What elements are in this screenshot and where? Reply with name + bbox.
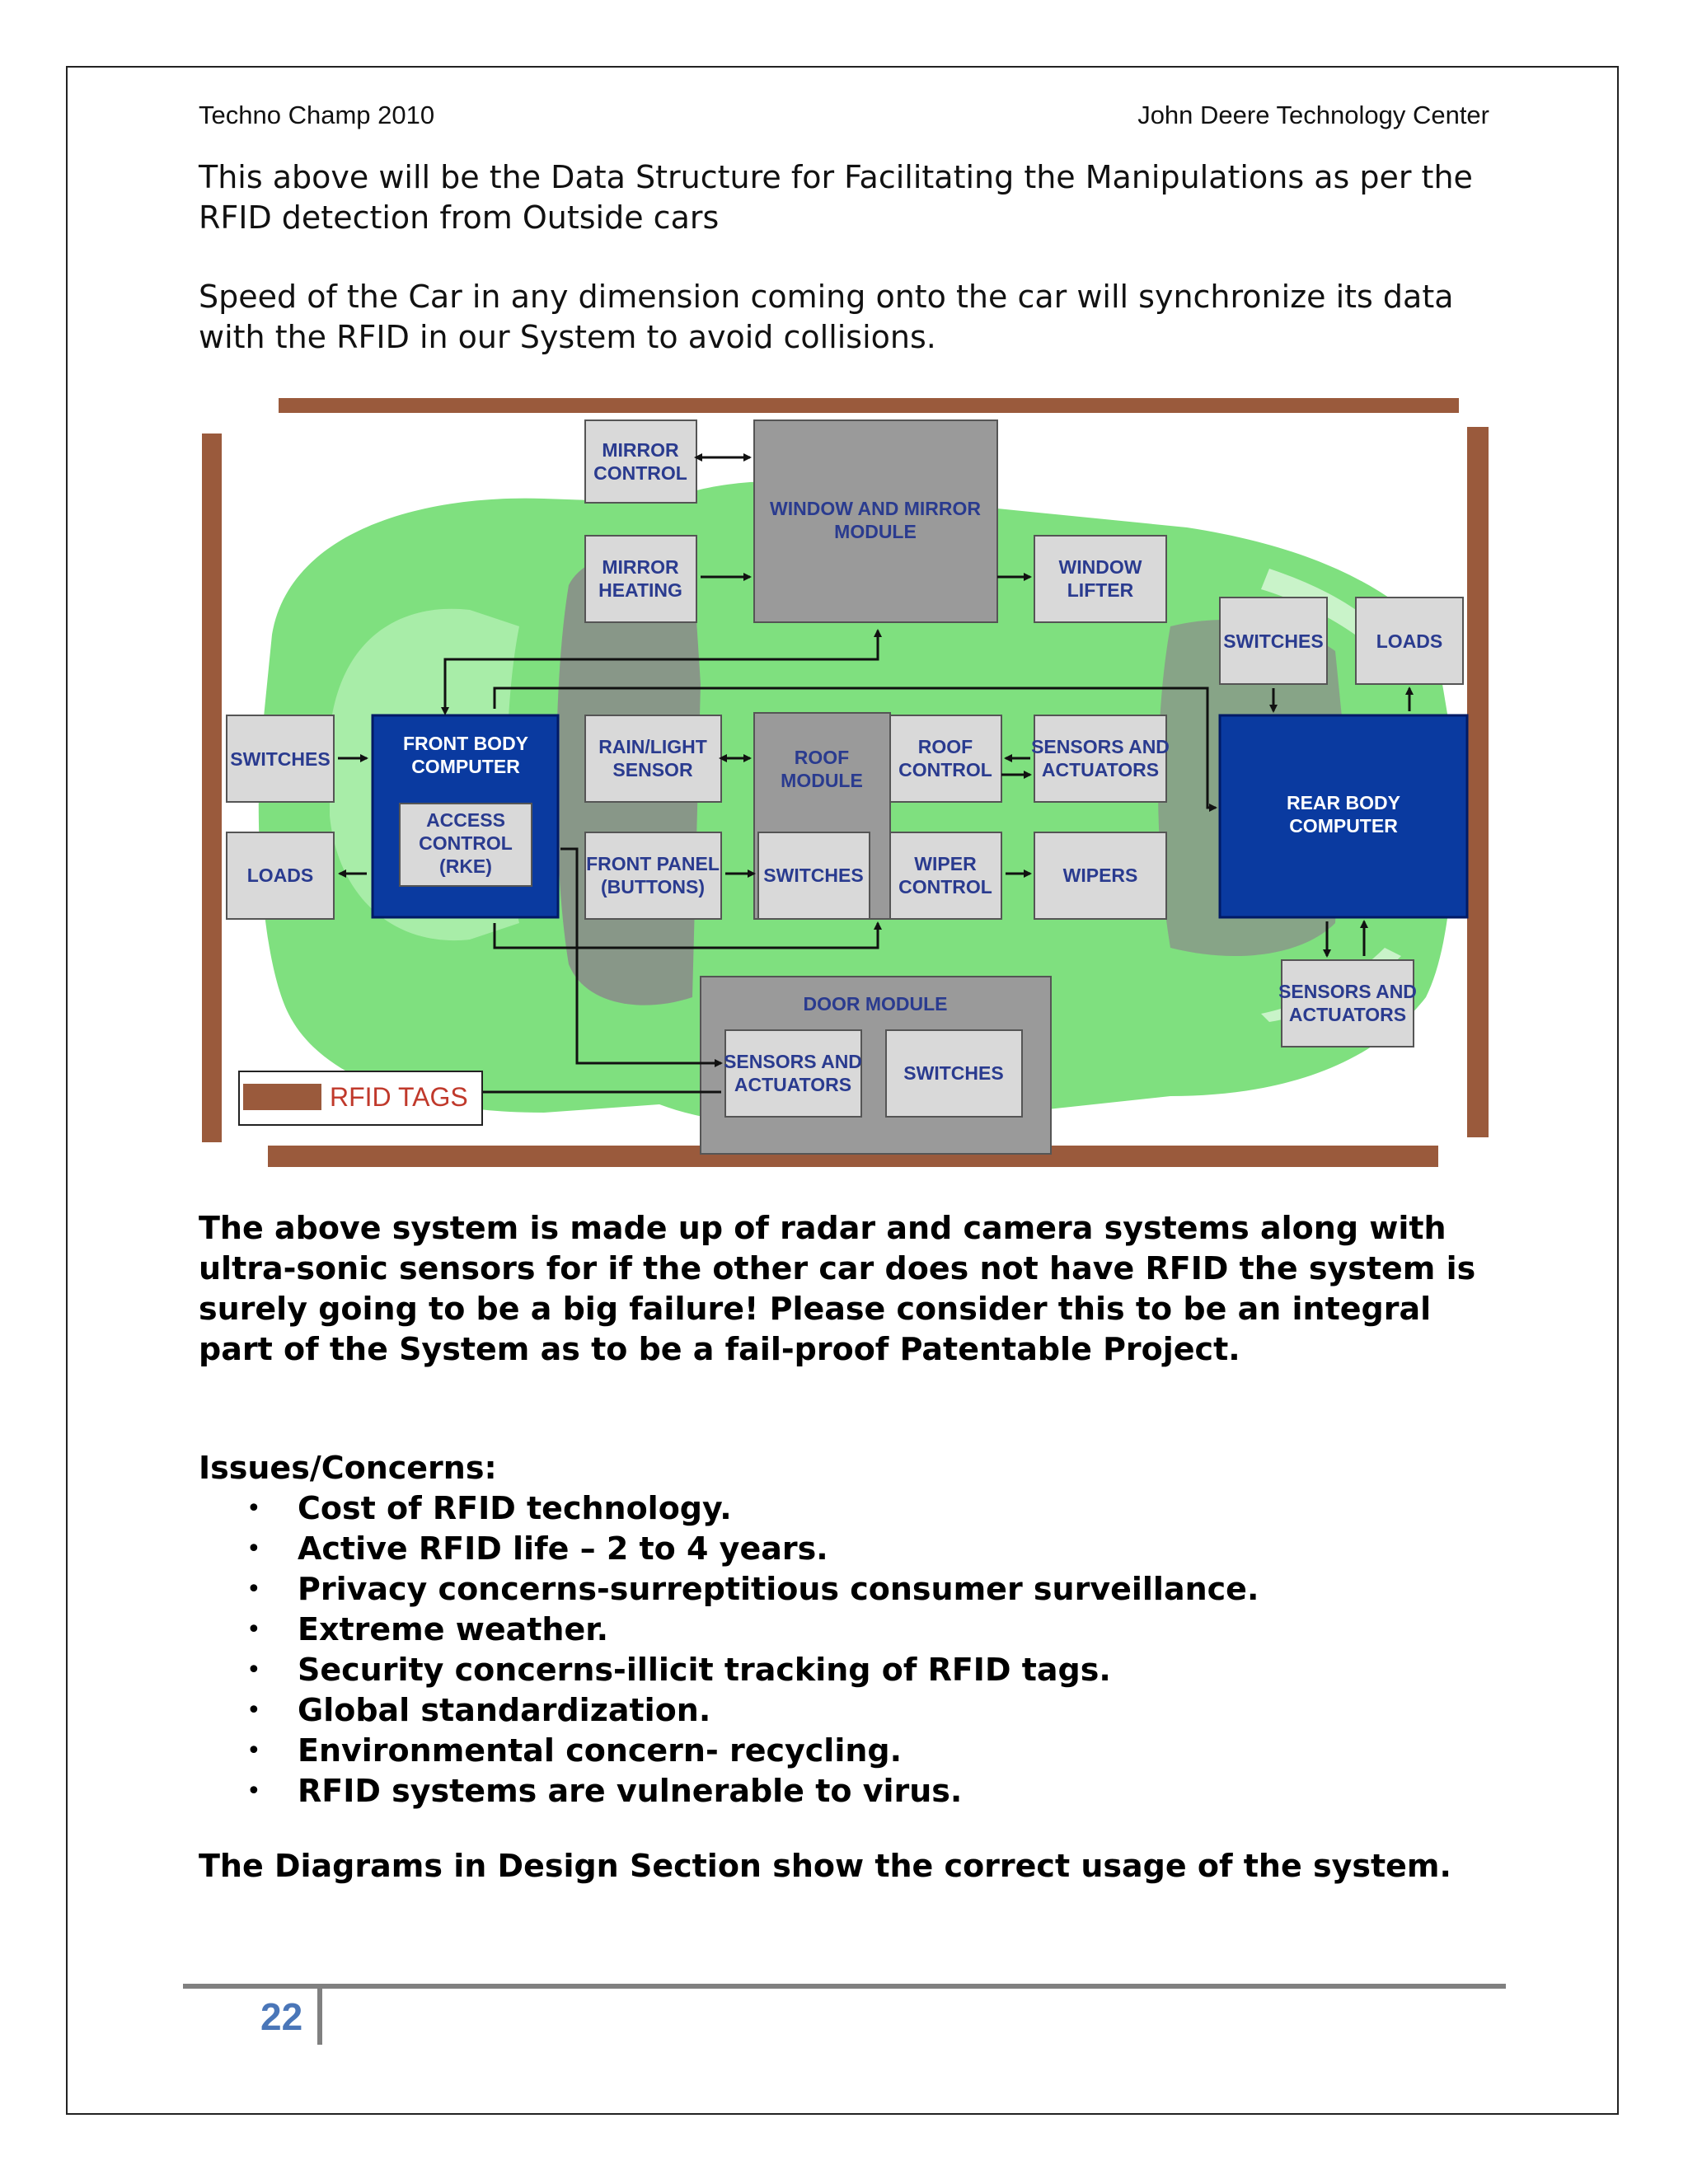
switches-rear-block <box>1219 597 1328 685</box>
header-left: Techno Champ 2010 <box>199 101 435 129</box>
list-item: •Privacy concerns-surreptitious consumer… <box>246 1571 1259 1607</box>
closing-paragraph: The Diagrams in Design Section show the … <box>199 1848 1451 1884</box>
loads-front-label: LOADS <box>247 865 314 886</box>
rear-body-computer-block <box>1218 714 1469 919</box>
loads-rear-block <box>1355 597 1464 685</box>
door-module-label: DOOR MODULE <box>803 993 947 1015</box>
sensors-actuators-rear-block <box>1281 959 1414 1047</box>
list-item: •Security concerns-illicit tracking of R… <box>246 1652 1111 1688</box>
switches-mid-block <box>757 832 870 920</box>
rain-light-sensor-block <box>584 715 722 803</box>
mirror-control-block <box>584 419 697 504</box>
access-control-block <box>399 803 532 887</box>
loads-front-block <box>226 832 335 920</box>
front-panel-label: FRONT PANEL(BUTTONS) <box>586 853 720 898</box>
switches-front-label: SWITCHES <box>230 748 330 770</box>
page-number: 22 <box>260 1995 303 2038</box>
issues-heading: Issues/Concerns: <box>199 1450 497 1486</box>
wipers-block <box>1034 832 1167 920</box>
front-panel-block <box>584 832 722 920</box>
window-mirror-module-panel <box>753 419 998 623</box>
list-item: •Extreme weather. <box>246 1611 609 1647</box>
list-item: •Environmental concern- recycling. <box>246 1732 903 1769</box>
loads-rear-label: LOADS <box>1376 630 1443 652</box>
wipers-label: WIPERS <box>1063 865 1138 886</box>
header-right: John Deere Technology Center <box>1137 101 1489 129</box>
list-item: •Active RFID life – 2 to 4 years. <box>246 1530 828 1567</box>
rfid-legend: RFID TAGS <box>238 1071 483 1126</box>
mirror-heating-block <box>584 535 697 623</box>
window-lifter-block <box>1034 535 1167 623</box>
switches-front-block <box>226 715 335 803</box>
switches-mid-label: SWITCHES <box>763 865 863 886</box>
issues-list: •Cost of RFID technology. •Active RFID l… <box>199 1488 1517 1811</box>
list-item: •Cost of RFID technology. <box>246 1490 732 1526</box>
footer-rule <box>183 1984 1506 1989</box>
footer-divider <box>317 1989 322 2045</box>
summary-paragraph: The above system is made up of radar and… <box>199 1210 1476 1367</box>
intro-paragraph-2: Speed of the Car in any dimension coming… <box>199 279 1454 355</box>
switches-door-label: SWITCHES <box>903 1062 1003 1084</box>
rfid-tag-top <box>279 398 1459 413</box>
intro-paragraph-1: This above will be the Data Structure fo… <box>199 159 1473 236</box>
page-frame <box>66 66 1619 2115</box>
rfid-legend-label: RFID TAGS <box>330 1082 468 1112</box>
rfid-tag-left <box>202 434 222 1142</box>
switches-door-block <box>885 1029 1023 1118</box>
roof-control-block <box>889 715 1002 803</box>
list-item: •RFID systems are vulnerable to virus. <box>246 1773 963 1809</box>
sensors-actuators-door-block <box>724 1029 862 1118</box>
switches-rear-label: SWITCHES <box>1223 630 1323 652</box>
sensors-actuators-top-block <box>1034 715 1167 803</box>
wiper-control-block <box>889 832 1002 920</box>
list-item: •Global standardization. <box>246 1692 711 1728</box>
rfid-tag-right <box>1467 427 1489 1137</box>
